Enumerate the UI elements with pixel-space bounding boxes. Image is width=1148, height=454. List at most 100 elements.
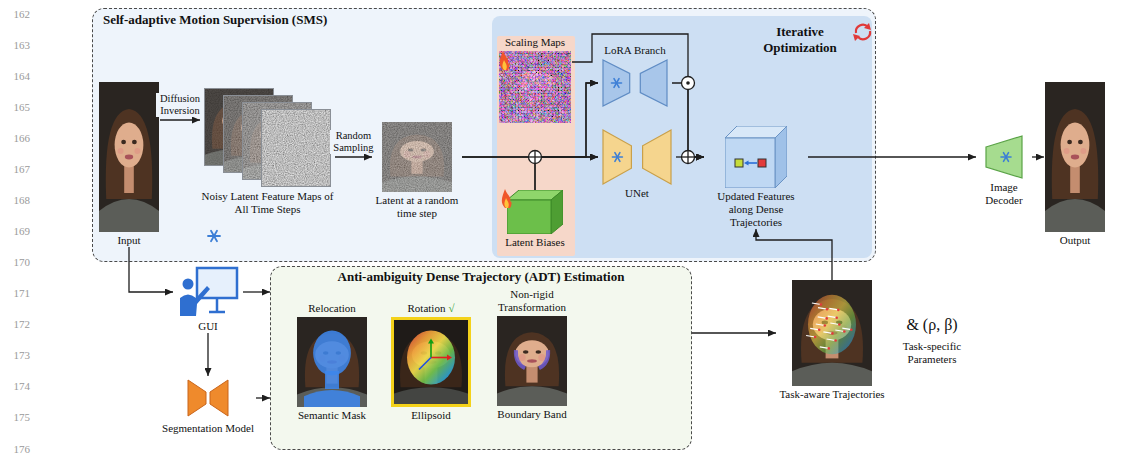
sum-symbol (529, 151, 542, 164)
product-symbol (682, 77, 695, 90)
mask-picture (297, 317, 367, 407)
traj-picture (792, 280, 872, 386)
band-illustration-part (519, 354, 526, 361)
scaling-maps: Scaling Maps (498, 36, 572, 123)
face-illustration (1045, 82, 1105, 232)
caption-label: Latent at a random time step (372, 194, 462, 220)
line-number: 167 (2, 163, 30, 176)
cube-illustration-part (551, 190, 563, 234)
band-illustration-part (523, 350, 529, 353)
traj-illustration-part (810, 328, 819, 330)
stack-illustration-part (261, 109, 331, 187)
line-number-holder: 175 (2, 411, 30, 424)
scaling-illustration (499, 51, 571, 123)
caption-label: Latent Biases (505, 236, 565, 249)
connector-arrow (535, 83, 598, 190)
line-number: 172 (2, 318, 30, 331)
connector-arrow (672, 83, 704, 157)
latent-stack: Noisy Latent Feature Maps of All Time St… (200, 88, 335, 216)
line-number-holder: 168 (2, 194, 30, 207)
caption-label: Ellipsoid (411, 409, 451, 422)
ellipsoid-illustration-part (391, 317, 471, 407)
label-row: Rotation√ (408, 302, 455, 315)
seg-illustration-part (210, 380, 228, 416)
latent-biases: Latent Biases (500, 190, 570, 249)
traj-illustration-part (837, 309, 840, 312)
cube-picture (507, 190, 563, 234)
line-number-holder: 174 (2, 380, 30, 393)
sum-symbol-part (529, 156, 541, 157)
decoder-illustration (982, 135, 1026, 179)
hourglass-blue-illustration-part (603, 60, 630, 106)
caption-label: GUI (198, 320, 218, 333)
feat-illustration-part (775, 126, 787, 188)
segmentation-model: Segmentation Model (160, 376, 256, 435)
connector-arrow (756, 229, 832, 280)
sum-symbol-part (529, 151, 542, 164)
face-illustration-part (1071, 155, 1079, 160)
decoder-picture (982, 135, 1026, 179)
panel-label: Relocation (308, 302, 356, 315)
band-illustration-part (497, 316, 567, 406)
output-image: Output (1044, 82, 1106, 247)
traj-illustration-part (838, 323, 841, 326)
cube-illustration-part (507, 200, 551, 234)
edge-label: Diffusion Inversion (156, 93, 204, 117)
traj-illustration-part (831, 332, 834, 335)
traj-illustration-part (824, 324, 827, 327)
ellipsoid-illustration-part (431, 357, 449, 359)
face-illustration-part (99, 82, 159, 232)
connector-arrow (256, 397, 270, 398)
sum-symbol (682, 151, 695, 164)
latent-picture (382, 122, 452, 192)
stack-illustration-part (261, 109, 331, 187)
line-number-holder: 162 (2, 8, 30, 21)
optimization-region: Iterative Optimization Scaling MapsLatent… (492, 16, 872, 258)
feat-illustration-part (744, 161, 749, 166)
band-picture (497, 316, 567, 406)
line-number-holder: 169 (2, 225, 30, 238)
caption-label: Boundary Band (497, 408, 566, 421)
traj-illustration-part (842, 328, 851, 330)
traj-illustration-part (812, 303, 821, 305)
line-number: 163 (2, 39, 30, 52)
connector-arrow (808, 156, 976, 157)
line-number: 164 (2, 70, 30, 83)
panel-label: Scaling Maps (505, 36, 565, 49)
band-illustration-part (539, 350, 548, 368)
cube-illustration (507, 190, 563, 234)
line-number-holder: 166 (2, 132, 30, 145)
band-illustration-part (527, 359, 537, 362)
hourglass-blue-illustration-part (614, 79, 619, 88)
adt-panel: Anti-ambiguity Dense Trajectory (ADT) Es… (270, 266, 692, 450)
traj-illustration-part (823, 332, 832, 334)
face-illustration-part (1045, 82, 1105, 232)
line-number: 176 (2, 443, 30, 454)
line-number: 166 (2, 132, 30, 145)
face-illustration-part (134, 148, 140, 154)
face-illustration-part (1064, 148, 1070, 154)
traj-illustration-part (818, 329, 821, 332)
line-number-holder: 164 (2, 70, 30, 83)
line-number-holder: 173 (2, 349, 30, 362)
traj-illustration-part (827, 339, 836, 341)
traj-illustration-part (826, 308, 829, 311)
mask-illustration-part (297, 387, 367, 407)
line-number: 169 (2, 225, 30, 238)
product-symbol-part (686, 81, 690, 85)
cycle-icon-part (853, 34, 860, 41)
line-number: 173 (2, 349, 30, 362)
parameter-note-holder: Task-specific Parameters (888, 340, 976, 366)
traj-illustration-part (834, 339, 837, 342)
scaling-picture (499, 51, 571, 123)
line-number: 165 (2, 101, 30, 114)
unet-block: UNet (598, 129, 676, 200)
frozen-icon-part (211, 231, 217, 241)
panel-title: Iterative Optimization (754, 24, 846, 56)
traj-illustration-part (792, 280, 872, 386)
band-illustration-part (505, 332, 559, 386)
image-decoder: Image Decoder (976, 135, 1032, 207)
line-number: 168 (2, 194, 30, 207)
